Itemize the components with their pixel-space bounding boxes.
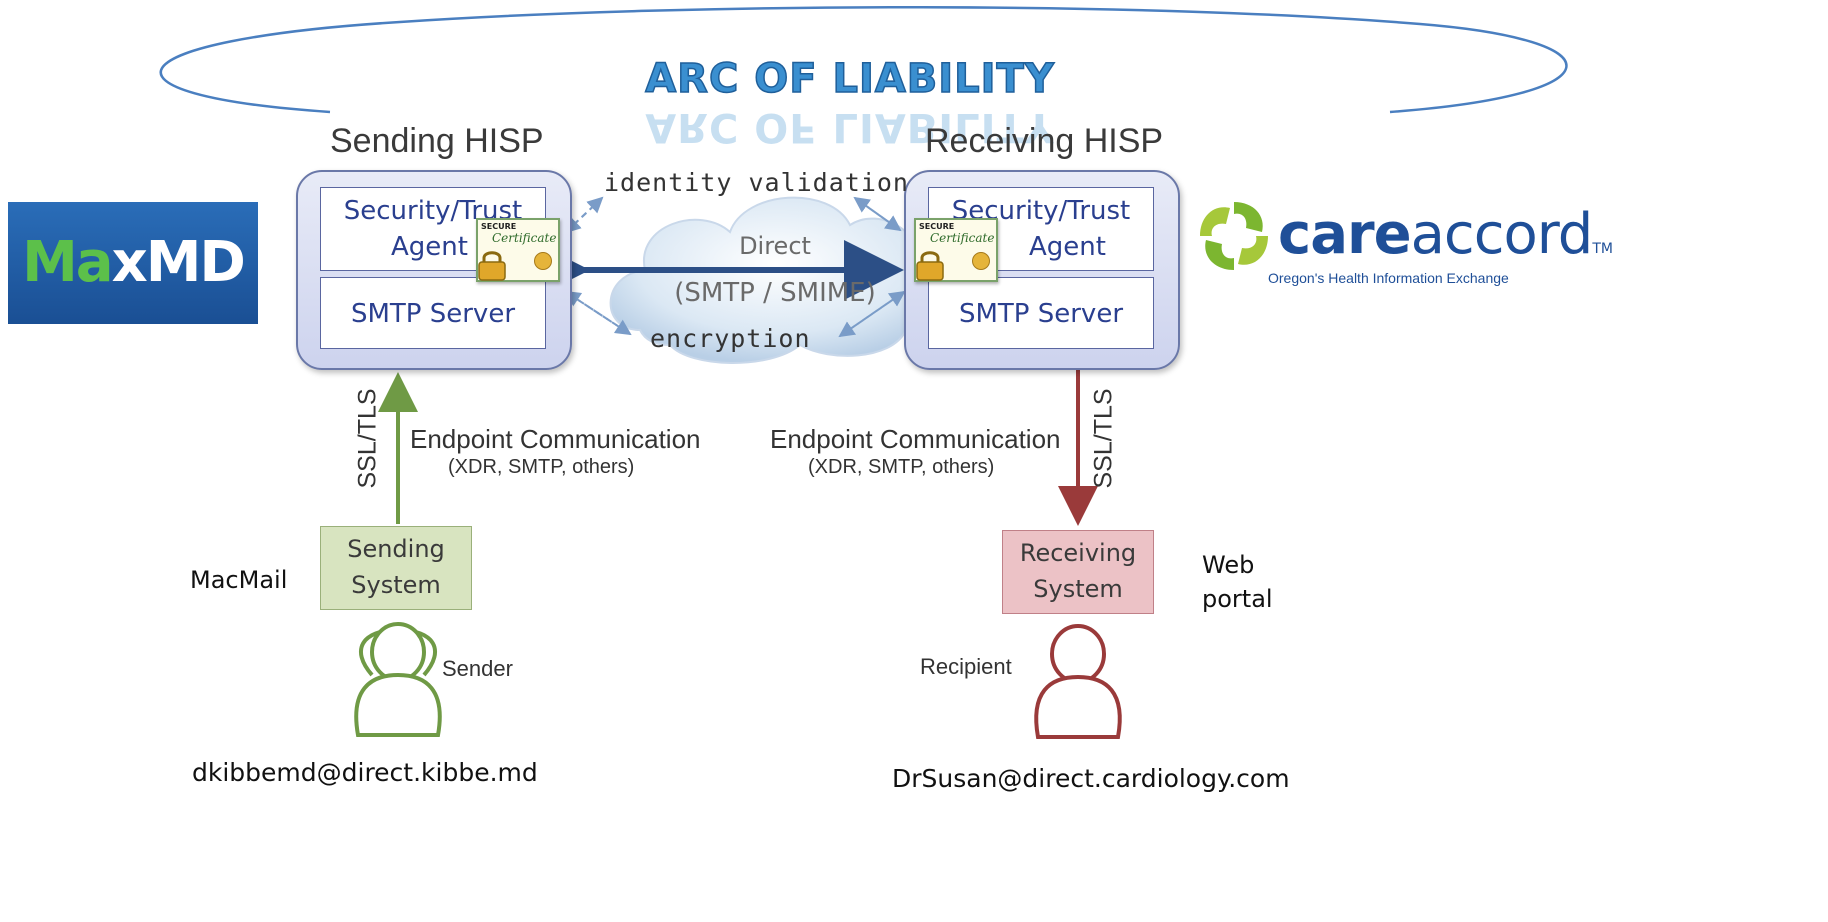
sender-label: Sender xyxy=(442,656,513,681)
certificate-seal-icon xyxy=(534,252,552,270)
cloud-protocol-label: (SMTP / SMIME) xyxy=(674,278,876,308)
receiving-ssl-tls-label: SSL/TLS xyxy=(1089,388,1118,489)
dashed-arrows xyxy=(564,196,906,338)
careaccord-name-part2: accord xyxy=(1410,202,1594,267)
certificate-title: SECURE xyxy=(919,222,955,231)
maxmd-logo-part3: MD xyxy=(145,230,246,295)
lock-icon xyxy=(916,251,944,281)
sending-client-label: MacMail xyxy=(190,566,288,594)
sending-system-line1: Sending xyxy=(347,535,445,563)
receiving-system-box: Receiving System xyxy=(1002,530,1154,614)
sending-hisp-title: Sending HISP xyxy=(330,122,544,160)
receiving-system-line1: Receiving xyxy=(1019,539,1137,567)
receiving-client-line2: portal xyxy=(1202,585,1273,613)
person-sender-icon xyxy=(354,622,442,737)
careaccord-tagline: Oregon's Health Information Exchange xyxy=(1268,270,1509,286)
identity-validation-label: identity validation xyxy=(604,168,909,197)
sending-security-agent-line2: Agent xyxy=(391,232,468,262)
certificate-script: Certificate xyxy=(930,231,995,245)
receiving-security-agent-line2: Agent xyxy=(1029,232,1106,262)
person-recipient-icon xyxy=(1034,624,1122,739)
sender-email: dkibbemd@direct.kibbe.md xyxy=(192,758,538,787)
certificate-seal-icon xyxy=(972,252,990,270)
careaccord-name-part1: care xyxy=(1278,202,1412,267)
receiving-endpoint-label: Endpoint Communication xyxy=(770,424,1061,454)
maxmd-logo: MaxMD xyxy=(8,202,258,324)
maxmd-logo-text: MaxMD xyxy=(8,230,258,295)
arc-of-liability-title: ARC OF LIABILITY xyxy=(644,55,1055,103)
arc-of-liability-ellipse xyxy=(159,6,1568,114)
receiving-client-label: Web portal xyxy=(1202,548,1273,616)
recipient-email: DrSusan@direct.cardiology.com xyxy=(892,764,1290,793)
sending-smtp-server: SMTP Server xyxy=(320,277,546,349)
receiving-smtp-server: SMTP Server xyxy=(928,277,1154,349)
encryption-label: encryption xyxy=(650,324,811,353)
sending-system-box: Sending System xyxy=(320,526,472,610)
sending-ssl-tls-label: SSL/TLS xyxy=(353,388,382,489)
lock-icon xyxy=(478,251,506,281)
recipient-label: Recipient xyxy=(920,654,1012,679)
maxmd-logo-part2: x xyxy=(111,230,148,295)
receiving-client-line1: Web xyxy=(1202,551,1255,579)
maxmd-logo-part1: Ma xyxy=(22,230,114,295)
sending-system-line2: System xyxy=(351,571,441,599)
careaccord-trademark: TM xyxy=(1592,241,1613,257)
careaccord-mark-icon xyxy=(1200,202,1268,270)
sending-endpoint-label: Endpoint Communication xyxy=(410,424,701,454)
certificate-title: SECURE xyxy=(481,222,517,231)
receiving-system-line2: System xyxy=(1033,575,1123,603)
certificate-script: Certificate xyxy=(492,231,557,245)
receiving-endpoint-sublabel: (XDR, SMTP, others) xyxy=(808,456,995,478)
sending-endpoint-sublabel: (XDR, SMTP, others) xyxy=(448,456,635,478)
receiving-hisp-title: Receiving HISP xyxy=(925,122,1164,160)
careaccord-wordmark: careaccordTM xyxy=(1278,200,1613,284)
cloud-direct-label: Direct xyxy=(739,232,811,260)
